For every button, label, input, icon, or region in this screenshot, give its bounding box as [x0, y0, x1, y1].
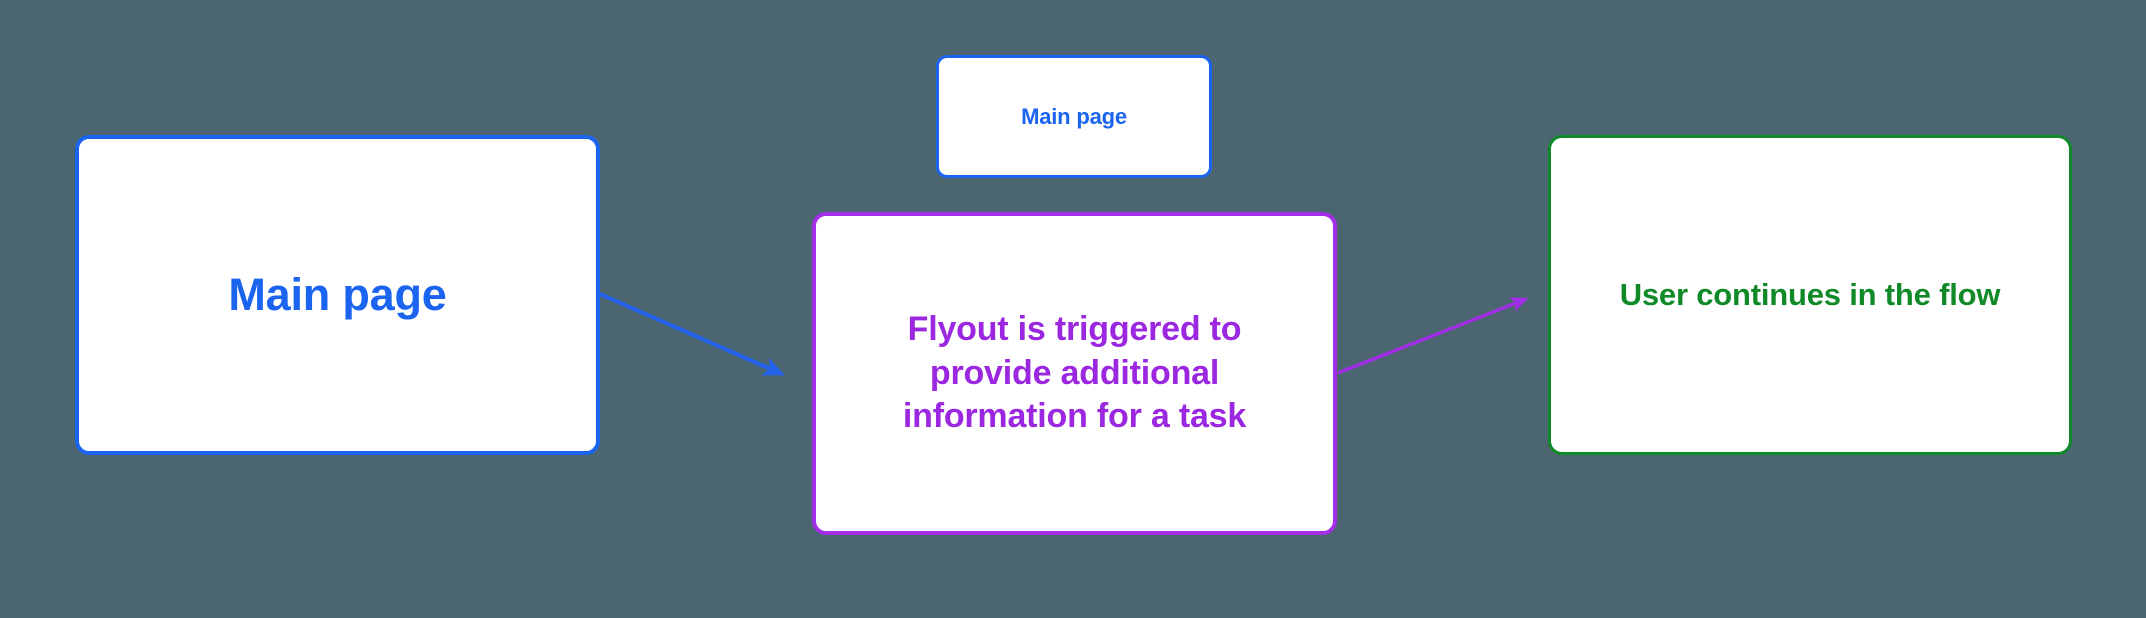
node-main-page-small[interactable]: Main page [936, 55, 1212, 178]
node-main-page-large-label: Main page [228, 269, 447, 321]
node-user-continues-label: User continues in the flow [1619, 276, 2001, 312]
node-user-continues[interactable]: User continues in the flow [1548, 135, 2072, 455]
arrow-flyout-to-user-continues [1337, 297, 1529, 375]
node-main-page-small-label: Main page [1021, 103, 1127, 129]
arrow-main-page-to-flyout [599, 292, 785, 376]
node-flyout-label: Flyout is triggered to provide additiona… [902, 310, 1247, 436]
node-main-page-large[interactable]: Main page [75, 135, 600, 455]
node-flyout[interactable]: Flyout is triggered to provide additiona… [812, 212, 1337, 535]
